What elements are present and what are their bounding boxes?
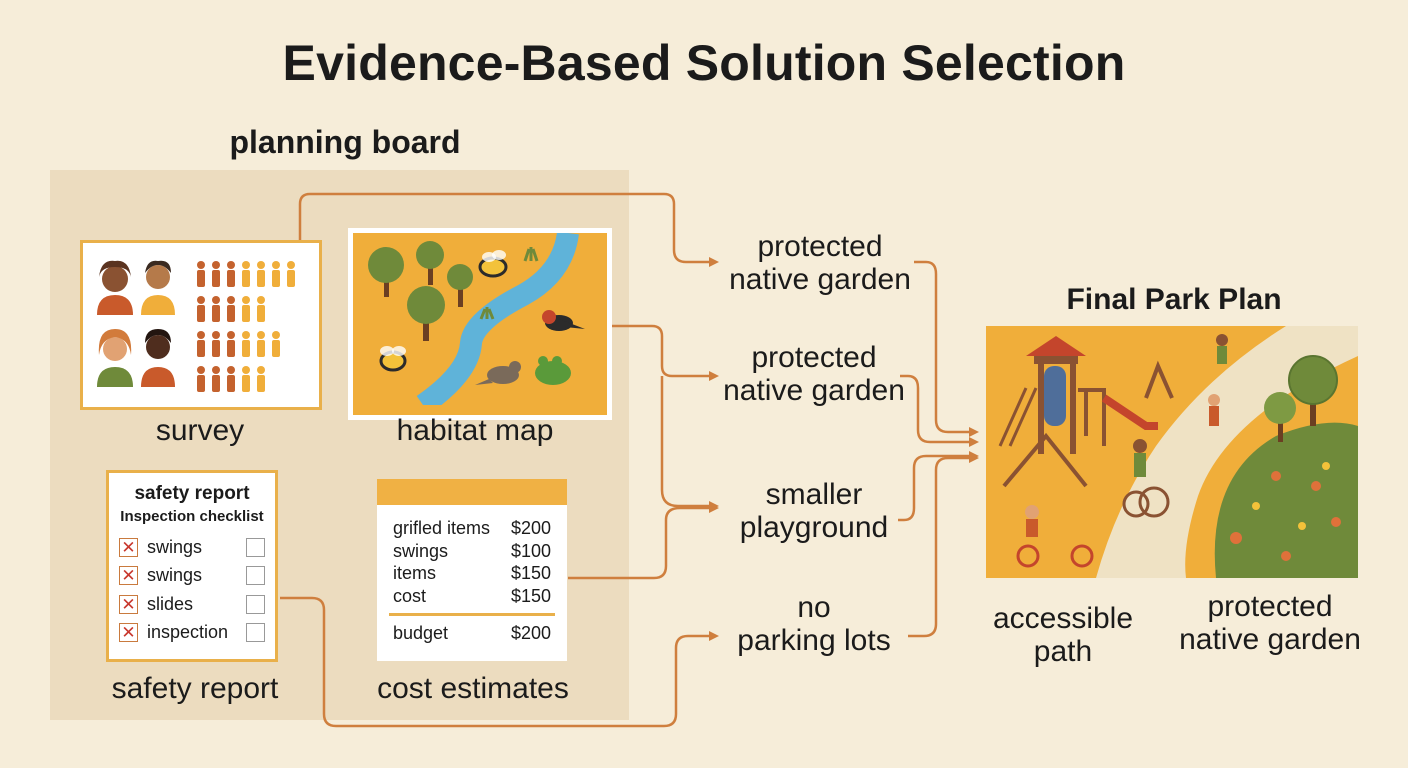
habitat-map-card	[348, 228, 612, 420]
checked-box-icon: ✕	[119, 594, 138, 614]
flower-icon	[1230, 471, 1341, 561]
cost-row: items$150	[393, 563, 551, 583]
cost-estimates-card: grifled items$200 swings$100 items$150 c…	[377, 479, 567, 661]
tree-icon	[368, 241, 473, 341]
checked-box-icon: ✕	[119, 623, 138, 643]
arrow-habitat-to-garden	[604, 324, 719, 381]
empty-checkbox-icon	[246, 537, 265, 557]
bird-icon	[475, 310, 585, 385]
arrow-playground-to-plan	[898, 451, 979, 522]
bee-icon	[379, 250, 508, 372]
survey-card	[80, 240, 322, 410]
safety-report-heading: safety report	[134, 483, 250, 504]
cost-total-row: budget$200	[393, 623, 551, 643]
people-icon	[1016, 334, 1228, 568]
safety-report-label: safety report	[111, 672, 279, 705]
checklist-item: ✕ slides	[119, 590, 265, 619]
final-park-plan-illustration	[986, 326, 1358, 578]
final-plan-title: Final Park Plan	[1066, 283, 1282, 316]
habitat-map-illustration	[368, 233, 585, 415]
checklist-item-label: inspection	[147, 622, 229, 643]
safety-report-card: safety report Inspection checklist ✕ swin…	[106, 470, 278, 662]
tree-icon	[1264, 355, 1338, 442]
planning-board-title: planning board	[229, 124, 461, 160]
cost-header-bar	[377, 479, 567, 505]
cost-estimates-label: cost estimates	[377, 672, 569, 705]
arrow-parking-to-plan	[908, 453, 979, 638]
checked-box-icon: ✕	[119, 566, 138, 586]
frog-icon	[535, 356, 571, 385]
arrow-survey-to-garden	[298, 192, 719, 267]
arrow-cost-to-playground	[568, 503, 719, 580]
park-scene-icon	[998, 326, 1358, 578]
empty-checkbox-icon	[246, 623, 265, 643]
cost-divider	[389, 613, 555, 616]
habitat-map-label: habitat map	[396, 414, 554, 447]
empty-checkbox-icon	[246, 566, 265, 586]
cost-row: cost$150	[393, 585, 551, 606]
arrow-habitat-to-playground	[660, 376, 719, 511]
checklist-item-label: slides	[147, 593, 194, 614]
survey-label: survey	[155, 414, 245, 447]
checklist-item: ✕ swings	[119, 533, 265, 562]
checked-box-icon: ✕	[119, 537, 138, 557]
checklist-item-label: swings	[147, 565, 203, 586]
arrow-safety-to-parking	[280, 596, 719, 728]
playground-icon	[998, 336, 1174, 488]
empty-checkbox-icon	[246, 594, 265, 614]
arrow-garden-to-plan	[914, 260, 979, 437]
survey-people-icon	[97, 260, 295, 392]
checklist-item-label: swings	[147, 536, 203, 557]
cost-row: swings$100	[393, 540, 551, 561]
cost-row: grifled items$200	[393, 518, 551, 538]
checklist-item: ✕ inspection	[119, 619, 265, 648]
main-title: Evidence-Based Solution Selection	[282, 35, 1126, 91]
checklist-item: ✕ swings	[119, 562, 265, 591]
arrow-garden2-to-plan	[900, 374, 979, 447]
inspection-checklist-subheading: Inspection checklist	[120, 508, 264, 525]
survey-tally-icon	[197, 261, 295, 392]
